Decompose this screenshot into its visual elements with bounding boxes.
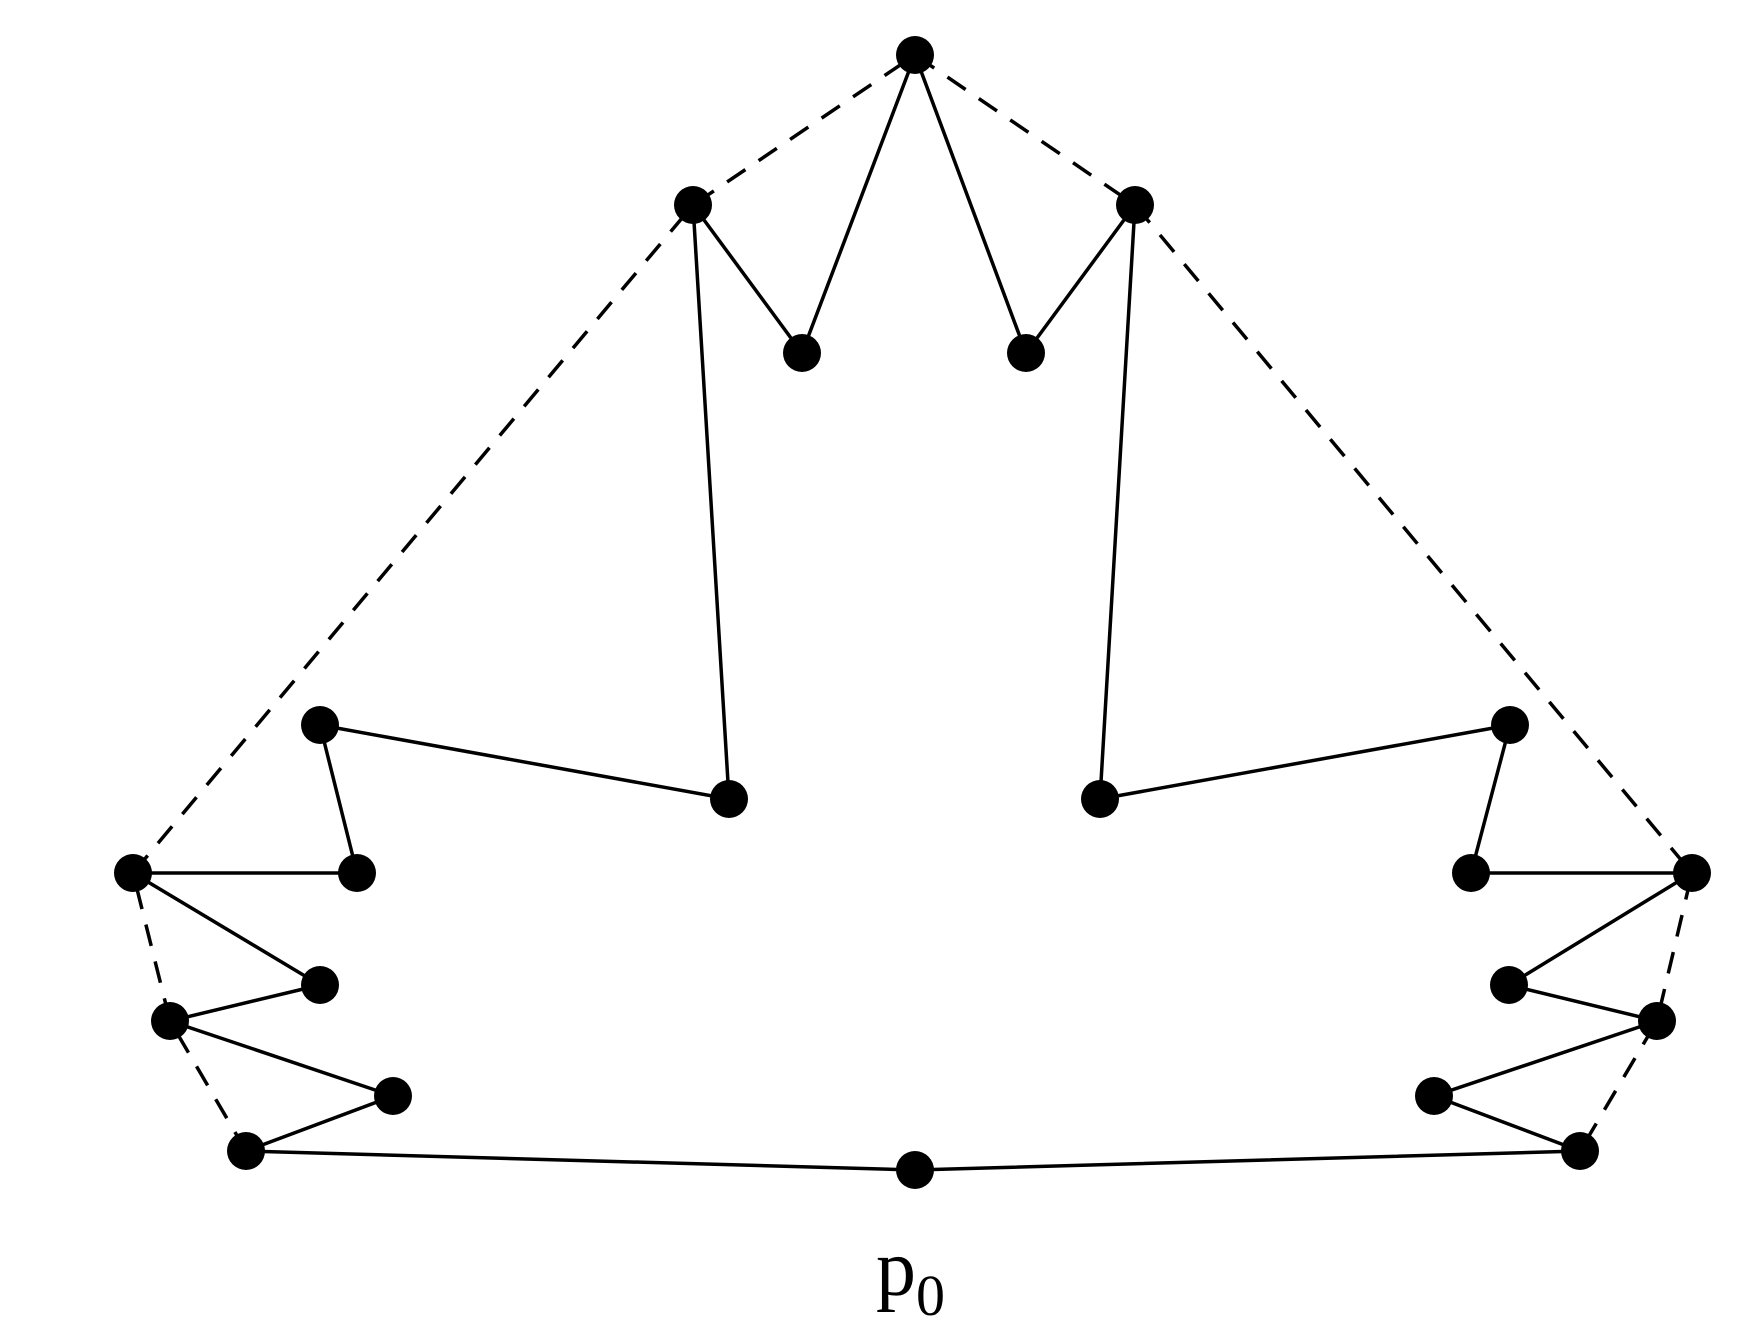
convex-hull: [131, 52, 1694, 1152]
vertex: [783, 334, 821, 372]
vertex: [1116, 186, 1154, 224]
polygon: [126, 50, 1699, 1172]
vertex: [1415, 1077, 1453, 1115]
vertex: [151, 1002, 189, 1040]
vertex: [114, 854, 152, 892]
vertex: [301, 966, 339, 1004]
vertex: [1490, 966, 1528, 1004]
label-subscript: 0: [916, 1263, 945, 1328]
vertices: [114, 36, 1711, 1189]
vertex-p0: [896, 1151, 934, 1189]
vertex: [674, 186, 712, 224]
vertex: [1081, 780, 1119, 818]
vertex-top: [896, 36, 934, 74]
vertex: [1561, 1132, 1599, 1170]
vertex: [1452, 854, 1490, 892]
vertex: [710, 780, 748, 818]
vertex: [1638, 1002, 1676, 1040]
vertex-label-p0: p0: [876, 1225, 945, 1328]
vertex: [301, 706, 339, 744]
label-main: p: [876, 1225, 916, 1313]
vertex: [1007, 334, 1045, 372]
convex-hull-outline: [131, 52, 1694, 1152]
vertex: [1491, 706, 1529, 744]
vertex: [227, 1132, 265, 1170]
vertex: [1673, 854, 1711, 892]
polygon-boundary: [126, 50, 1699, 1172]
vertex: [374, 1077, 412, 1115]
vertex: [338, 854, 376, 892]
